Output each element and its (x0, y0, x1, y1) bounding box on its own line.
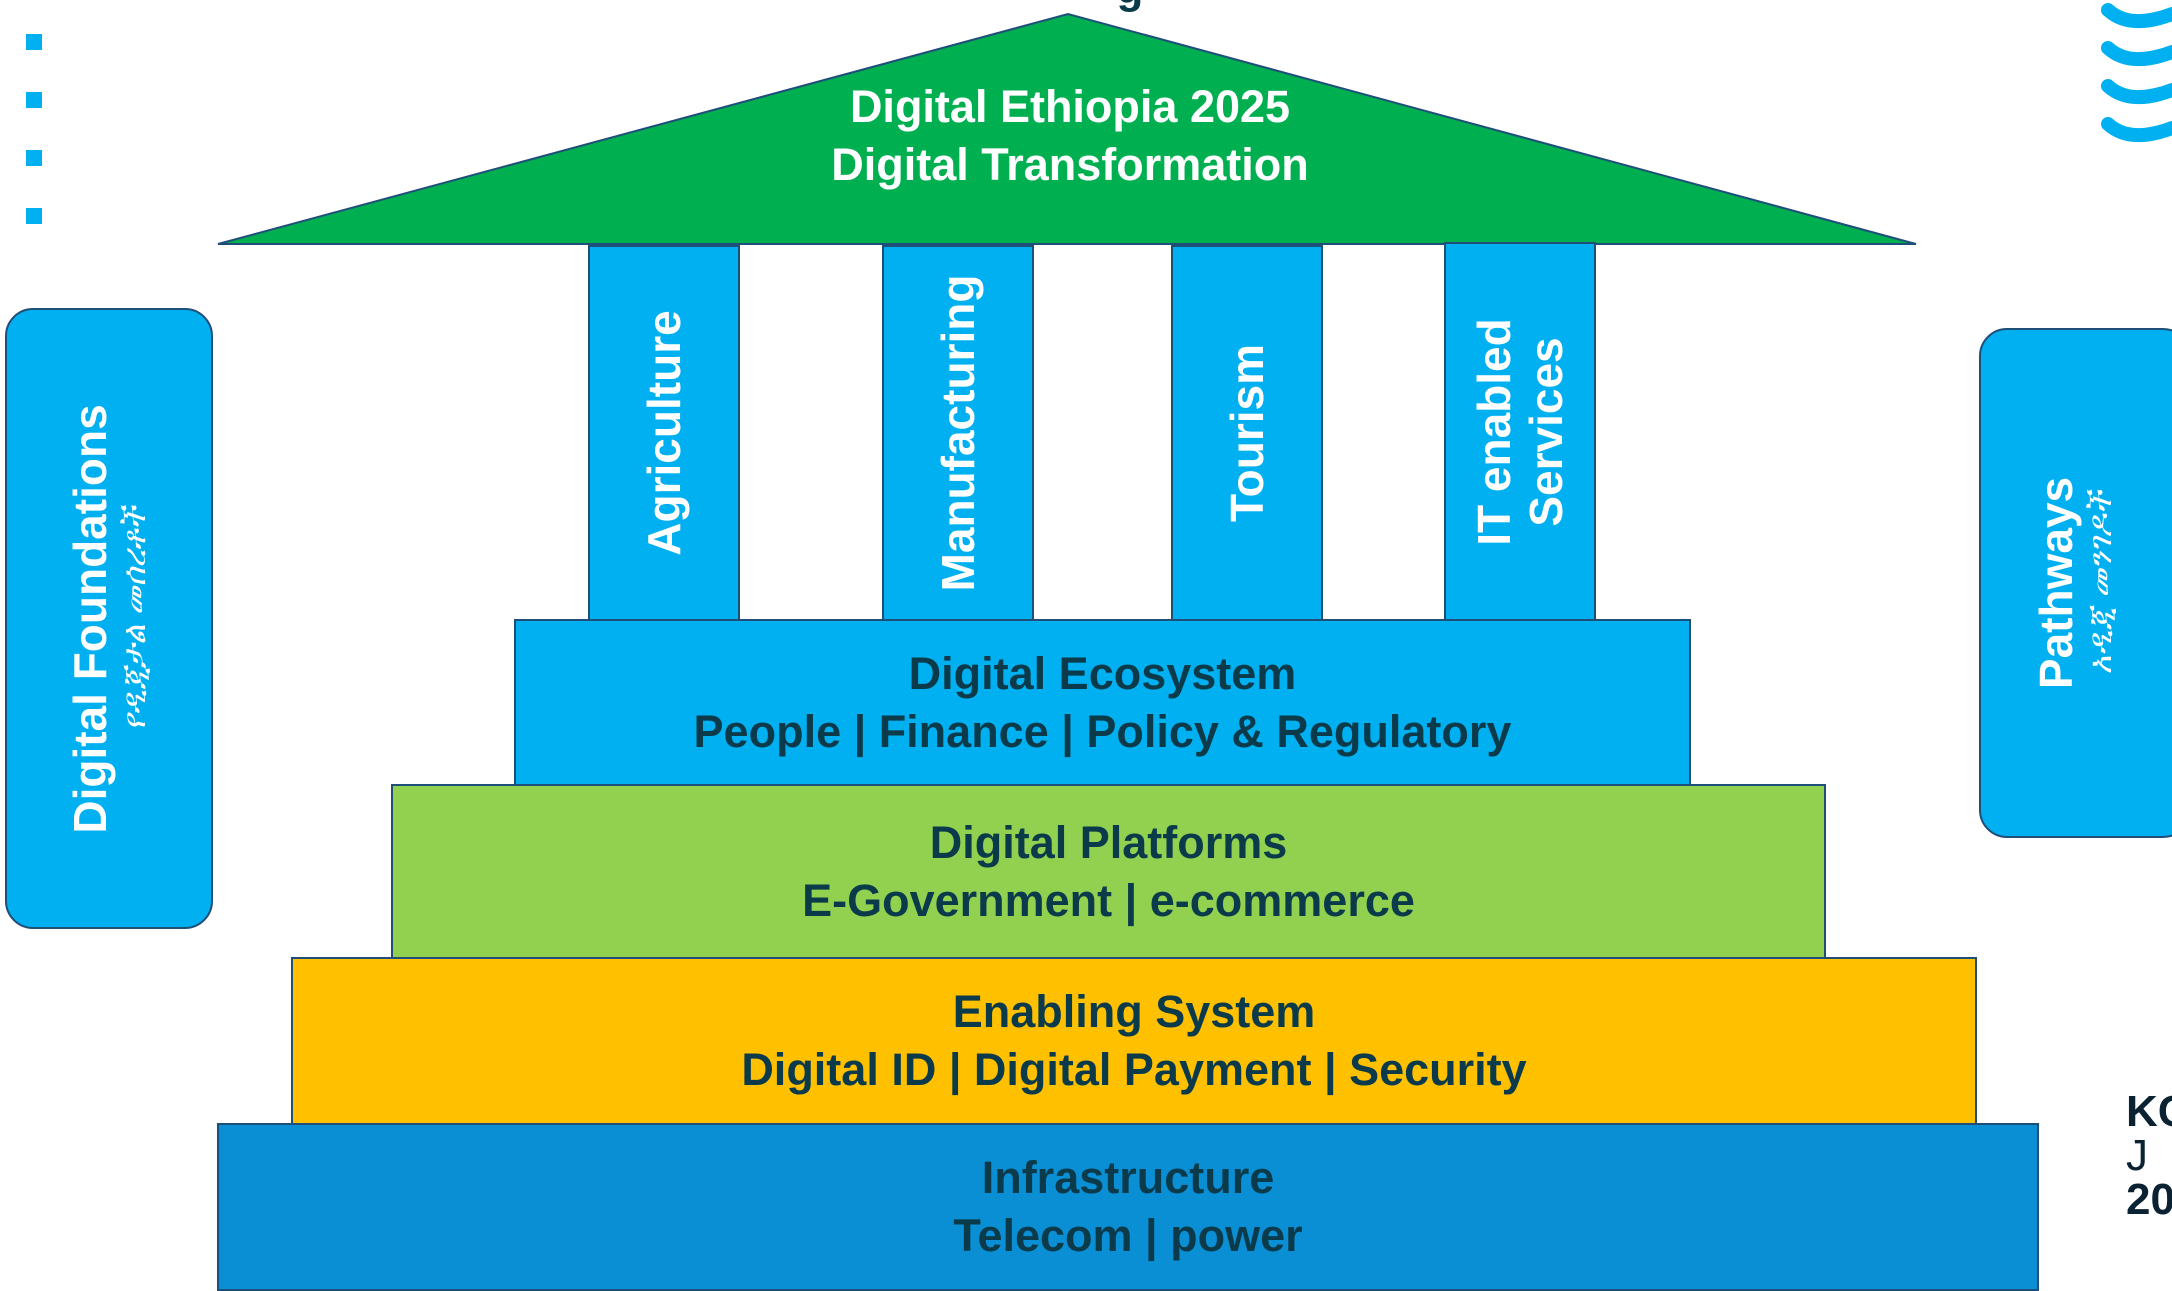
tier-digital-platforms: Digital Platforms E-Government | e-comme… (391, 784, 1826, 959)
pillar-label-line: Agriculture (638, 310, 690, 556)
tier-items: Digital ID | Digital Payment | Security (741, 1044, 1527, 1095)
pillar-it-enabled-services: IT enabled Services (1444, 242, 1596, 621)
pillar-label: Agriculture (638, 310, 690, 555)
pillar-label: Manufacturing (932, 275, 984, 592)
logo-line: 20 (2126, 1175, 2172, 1224)
wave-logo-icon (2101, 3, 2172, 143)
side-panel-title: Pathways (2029, 476, 2082, 690)
roof-line-2: Digital Transformation (831, 139, 1309, 190)
tier-digital-ecosystem: Digital Ecosystem People | Finance | Pol… (514, 619, 1691, 786)
side-panel-subtitle: አዲጂ መንገዶች (2081, 491, 2118, 675)
pillar-label-line: Manufacturing (932, 274, 984, 592)
tier-enabling-system: Enabling System Digital ID | Digital Pay… (291, 957, 1977, 1125)
pillar-label-line: Services (1520, 336, 1572, 527)
tier-title: Digital Platforms (929, 816, 1288, 868)
side-panel-text: Digital Foundations የዲጂታል መሰረቶች (64, 403, 153, 834)
pillar-label: IT enabled Services (1468, 318, 1572, 545)
pillar-label: Tourism (1221, 344, 1273, 522)
decorative-dot (26, 92, 42, 108)
roof-label: Digital Ethiopia 2025 Digital Transforma… (620, 78, 1520, 194)
decorative-dot (26, 34, 42, 50)
decorative-dot (26, 150, 42, 166)
side-panel-subtitle: የዲጂታል መሰረቶች (116, 506, 152, 731)
side-panel-title: Digital Foundations (64, 403, 116, 834)
logo-line: KC (2126, 1087, 2172, 1136)
pillar-tourism: Tourism (1171, 245, 1323, 621)
tier-infrastructure: Infrastructure Telecom | power (217, 1123, 2039, 1291)
tier-title: Infrastructure (981, 1152, 1275, 1203)
roof-triangle (217, 12, 1917, 245)
pillar-label-line: IT enabled (1468, 317, 1520, 546)
roof-line-1: Digital Ethiopia 2025 (849, 81, 1291, 132)
tier-items: E-Government | e-commerce (802, 874, 1415, 926)
logo-partial: KC J 20 (2126, 1090, 2172, 1222)
pillar-manufacturing: Manufacturing (882, 245, 1034, 621)
diagram-title-partial: g (900, 0, 1360, 14)
tier-items: People | Finance | Policy & Regulatory (693, 705, 1512, 757)
decorative-dot (26, 208, 42, 224)
side-panel-digital-foundations: Digital Foundations የዲጂታል መሰረቶች (5, 308, 213, 929)
tier-title: Digital Ecosystem (908, 647, 1297, 699)
side-panel-text: Pathways አዲጂ መንገዶች (2029, 476, 2119, 690)
pillar-agriculture: Agriculture (588, 245, 740, 621)
tier-items: Telecom | power (953, 1210, 1303, 1261)
tier-title: Enabling System (952, 986, 1316, 1037)
logo-line: J (2126, 1131, 2148, 1180)
pillar-label-line: Tourism (1221, 343, 1273, 523)
side-panel-pathways: Pathways አዲጂ መንገዶች (1979, 328, 2172, 838)
